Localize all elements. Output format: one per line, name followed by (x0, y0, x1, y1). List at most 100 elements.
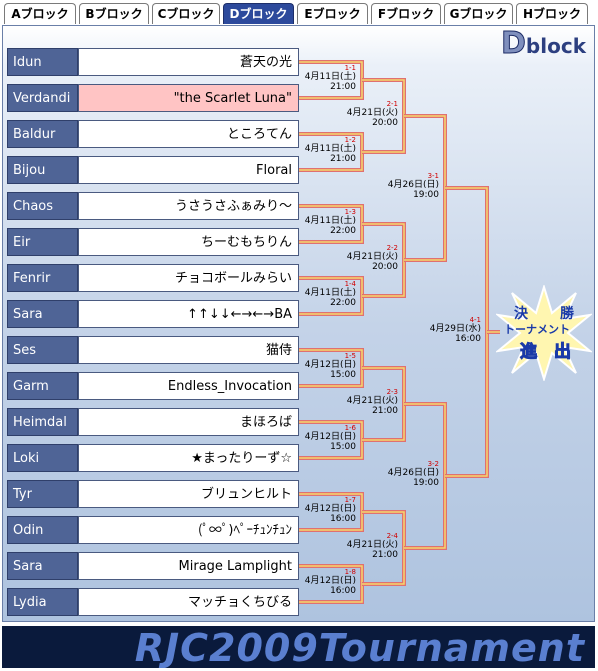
match-date: 4月11日(土) (304, 144, 356, 154)
entry-row: Loki★まったりーず☆ (7, 444, 299, 472)
match-time: 19:00 (413, 190, 439, 200)
match-time: 16:00 (330, 514, 356, 524)
entry-row: Odin(ﾟ∞ﾟ)ﾍﾟｰﾁｭﾝﾁｭﾝ (7, 516, 299, 544)
match-time: 22:00 (330, 298, 356, 308)
finals-badge: 決 勝 トーナメント 進 出 (494, 283, 594, 383)
player-name: Baldur (7, 120, 78, 148)
match-id: 1-5 (344, 352, 356, 360)
footer-title: RJC2009Tournament (134, 626, 585, 668)
team-name[interactable]: ★まったりーず☆ (78, 444, 299, 472)
player-name: Sara (7, 552, 78, 580)
tab-block-d[interactable]: Dブロック (223, 3, 294, 24)
player-name: Odin (7, 516, 78, 544)
tab-block-h[interactable]: Hブロック (516, 3, 588, 24)
entry-row: Verdandi"the Scarlet Luna" (7, 84, 299, 112)
player-name: Bijou (7, 156, 78, 184)
tab-block-c[interactable]: Cブロック (152, 3, 220, 24)
match-time: 20:00 (372, 262, 398, 272)
player-name: Verdandi (7, 84, 78, 112)
tab-block-g[interactable]: Gブロック (444, 3, 513, 24)
player-name: Heimdal (7, 408, 78, 436)
match-date: 4月21日(火) (346, 252, 398, 262)
player-name: Ses (7, 336, 78, 364)
match-time: 21:00 (372, 550, 398, 560)
team-name[interactable]: チョコボールみらい (78, 264, 299, 292)
team-name[interactable]: ブリュンヒルト (78, 480, 299, 508)
match-id: 1-1 (344, 64, 356, 72)
player-name: Sara (7, 300, 78, 328)
tab-block-a[interactable]: Aブロック (4, 3, 76, 24)
match-id: 3-1 (427, 172, 439, 180)
entry-row: Sara↑↑↓↓←→←→BA (7, 300, 299, 328)
team-name[interactable]: マッチョくちびる (78, 588, 299, 616)
match-id: 1-8 (344, 568, 356, 576)
match-id: 2-1 (386, 100, 398, 108)
match-time: 22:00 (330, 226, 356, 236)
match-time: 21:00 (330, 82, 356, 92)
finals-char-3: 進 (520, 342, 538, 363)
burst-icon (494, 283, 594, 383)
team-name[interactable]: Floral (78, 156, 299, 184)
team-name[interactable]: (ﾟ∞ﾟ)ﾍﾟｰﾁｭﾝﾁｭﾝ (78, 516, 299, 544)
tab-block-e[interactable]: Eブロック (297, 3, 368, 24)
match-id: 4-1 (469, 316, 481, 324)
team-name[interactable]: ↑↑↓↓←→←→BA (78, 300, 299, 328)
player-name: Garm (7, 372, 78, 400)
match-id: 1-6 (344, 424, 356, 432)
team-name[interactable]: まほろば (78, 408, 299, 436)
player-name: Idun (7, 48, 78, 76)
finals-char-2: 勝 (560, 306, 574, 322)
match-time: 20:00 (372, 118, 398, 128)
player-name: Fenrir (7, 264, 78, 292)
tab-block-f[interactable]: Fブロック (371, 3, 441, 24)
team-name[interactable]: ちーむもちりん (78, 228, 299, 256)
finals-char-1: 決 (514, 306, 528, 322)
team-name[interactable]: ところてん (78, 120, 299, 148)
match-time: 16:00 (455, 334, 481, 344)
team-name[interactable]: Endless_Invocation (78, 372, 299, 400)
team-name[interactable]: 猫侍 (78, 336, 299, 364)
player-name: Lydia (7, 588, 78, 616)
player-name: Loki (7, 444, 78, 472)
match-id: 2-4 (386, 532, 398, 540)
match-date: 4月11日(土) (304, 72, 356, 82)
match-time: 16:00 (330, 586, 356, 596)
match-time: 21:00 (372, 406, 398, 416)
match-date: 4月12日(日) (304, 504, 356, 514)
match-id: 1-4 (344, 280, 356, 288)
team-name[interactable]: Mirage Lamplight (78, 552, 299, 580)
match-date: 4月21日(火) (346, 108, 398, 118)
match-id: 1-2 (344, 136, 356, 144)
tab-block-b[interactable]: Bブロック (79, 3, 149, 24)
player-name: Chaos (7, 192, 78, 220)
match-date: 4月21日(火) (346, 540, 398, 550)
team-name[interactable]: 蒼天の光 (78, 48, 299, 76)
match-date: 4月26日(日) (387, 180, 439, 190)
match-date: 4月11日(土) (304, 288, 356, 298)
match-id: 1-3 (344, 208, 356, 216)
team-name[interactable]: "the Scarlet Luna" (78, 84, 299, 112)
match-date: 4月29日(水) (429, 324, 481, 334)
match-date: 4月11日(土) (304, 216, 356, 226)
team-name[interactable]: うさうさふぁみり～ (78, 192, 299, 220)
